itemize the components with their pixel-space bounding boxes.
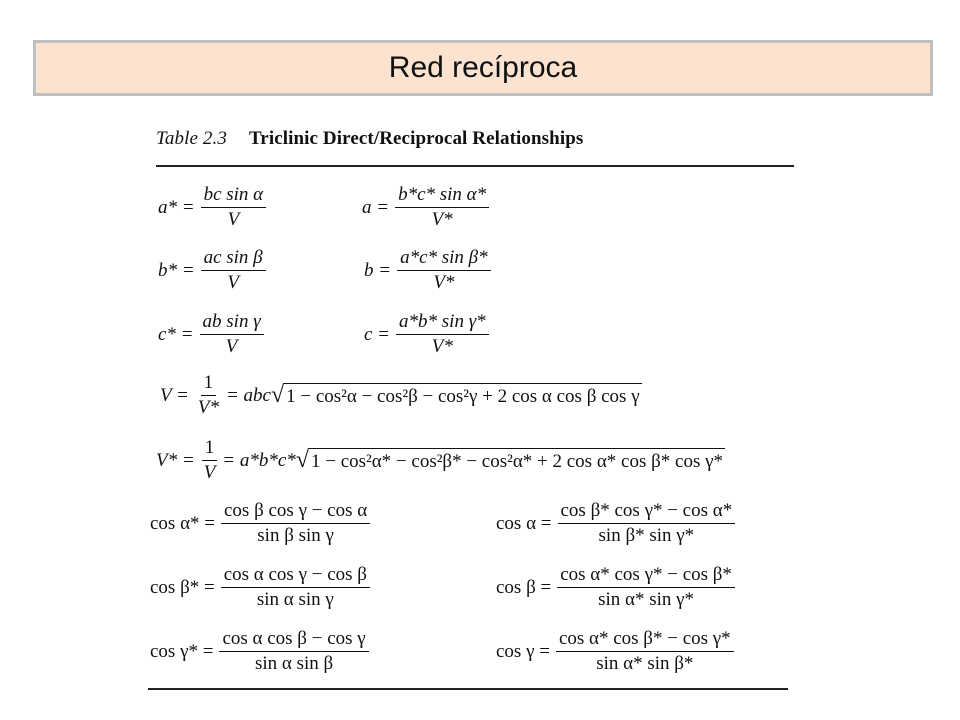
slide-title-bar: Red recíproca [33, 40, 933, 96]
table-number: Table 2.3 [156, 128, 227, 149]
square-root: √1 − cos²α − cos²β − cos²γ + 2 cos α cos… [270, 382, 642, 408]
equation-cos-gamma: cos γ = cos α* cos β* − cos γ*sin α* sin… [496, 628, 738, 675]
slide-title: Red recíproca [388, 51, 578, 84]
table-bottom-rule [148, 688, 788, 690]
table-top-rule [156, 165, 794, 167]
equation-c: c = a*b* sin γ*V* [364, 311, 493, 358]
equation-b: b = a*c* sin β*V* [364, 247, 495, 294]
equation-cos-alpha: cos α = cos β* cos γ* − cos α*sin β* sin… [496, 500, 739, 547]
table-caption-text: Triclinic Direct/Reciprocal Relationship… [248, 128, 584, 149]
equation-cos-beta: cos β = cos α* cos γ* − cos β*sin α* sin… [496, 564, 739, 611]
square-root: √1 − cos²α* − cos²β* − cos²α* + 2 cos α*… [295, 447, 725, 473]
table-caption: Table 2.3 Triclinic Direct/Reciprocal Rel… [156, 128, 583, 150]
equation-a: a = b*c* sin α*V* [362, 184, 493, 231]
